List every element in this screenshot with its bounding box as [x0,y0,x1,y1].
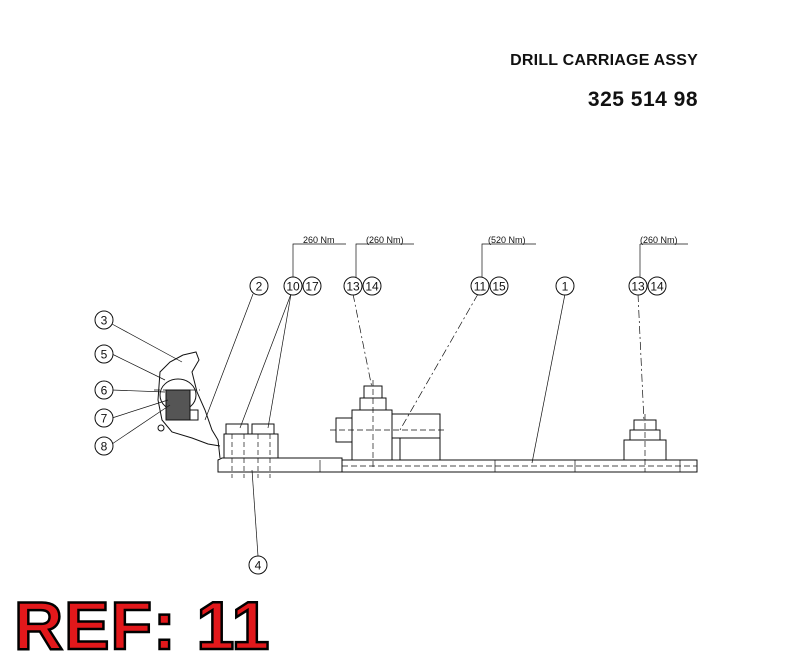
callout-1: 1 [555,276,575,296]
svg-text:15: 15 [492,280,506,294]
callout-14a: 14 [362,276,382,296]
svg-text:11: 11 [474,280,487,294]
torque-label-4: (260 Nm) [640,235,678,245]
callout-4: 4 [248,555,268,575]
bolt-right [623,414,667,472]
torque-label-3: (520 Nm) [488,235,526,245]
svg-text:6: 6 [101,384,108,398]
callout-15: 15 [489,276,509,296]
torque-label-2: (260 Nm) [366,235,404,245]
bolt-group-left [223,423,279,478]
center-cylinder [330,380,445,470]
torque-label-1: 260 Nm [303,235,335,245]
callout-13a: 13 [343,276,363,296]
leader-lines [111,243,688,557]
svg-text:13: 13 [631,280,645,294]
svg-text:1: 1 [562,280,569,294]
callout-2: 2 [249,276,269,296]
callout-6: 6 [94,380,114,400]
svg-text:17: 17 [305,280,319,294]
callout-8: 8 [94,436,114,456]
svg-text:14: 14 [650,280,664,294]
svg-text:4: 4 [255,559,262,573]
callout-11: 11 [470,276,490,296]
assembly-title: DRILL CARRIAGE ASSY [510,52,698,69]
callout-13b: 13 [628,276,648,296]
svg-text:8: 8 [101,440,108,454]
svg-text:13: 13 [346,280,360,294]
svg-text:10: 10 [286,280,300,294]
bracket [157,351,221,459]
carriage-plate [217,457,698,473]
callout-17: 17 [302,276,322,296]
svg-text:14: 14 [365,280,379,294]
part-number: 325 514 98 [587,88,698,111]
clamp-assembly [154,378,200,432]
reference-label: REF: 11 [13,588,271,664]
callout-5: 5 [94,344,114,364]
callout-3: 3 [94,310,114,330]
callout-14b: 14 [647,276,667,296]
svg-text:7: 7 [101,412,108,426]
svg-text:5: 5 [101,348,108,362]
callout-10: 10 [283,276,303,296]
callout-7: 7 [94,408,114,428]
svg-text:3: 3 [101,314,108,328]
svg-text:2: 2 [256,280,263,294]
